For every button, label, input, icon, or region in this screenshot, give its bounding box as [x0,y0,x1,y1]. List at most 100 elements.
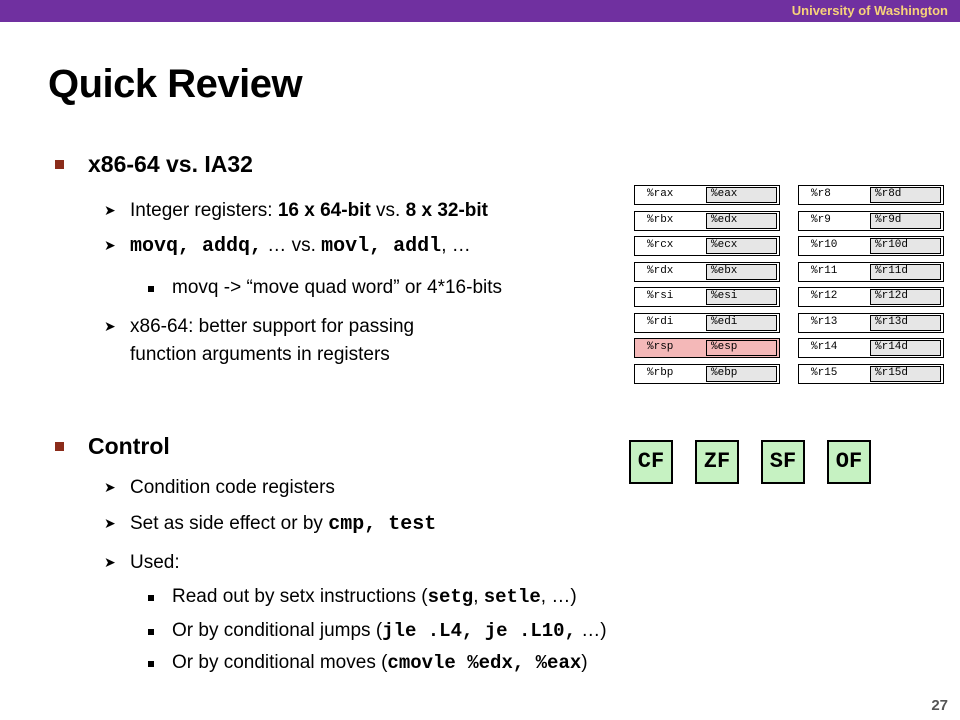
square-bullet-icon [55,442,64,451]
code-text: cmp, test [328,513,437,536]
register-row: %r10 %r10d [798,236,944,256]
register-32-box: %edi [706,315,777,331]
register-32-label: %r12d [875,290,909,302]
register-32-label: %esp [711,341,738,353]
code-text: setg [427,586,474,608]
text: x86-64: better support for passing [130,316,415,337]
register-32-label: %ebp [711,367,738,379]
register-32-box: %r9d [870,213,941,229]
register-32-box: %r10d [870,238,941,254]
register-32-label: %edx [711,214,738,226]
text: function arguments in registers [130,344,390,365]
bold-text: 8 x 32-bit [405,200,488,221]
bold-text: 16 x 64-bit [277,200,371,221]
register-row: %rsp %esp [634,338,780,358]
register-64-label: %r14 [811,341,838,353]
register-64-label: %rcx [647,239,674,251]
register-32-box: %r13d [870,315,941,331]
register-32-label: %r15d [875,367,909,379]
register-row: %rcx %ecx [634,236,780,256]
text: Used: [130,552,180,573]
register-32-box: %eax [706,187,777,203]
flag-cf: CF [629,440,673,484]
square-bullet-icon [148,629,154,635]
register-row: %rdx %ebx [634,262,780,282]
register-64-label: %r12 [811,290,838,302]
square-bullet-icon [148,661,154,667]
arrow-bullet-icon: ➤ [104,479,116,495]
register-32-box: %ebp [706,366,777,382]
text: ) [581,652,588,673]
text: …) [576,620,607,641]
register-32-box: %esp [706,340,777,356]
text: , …) [540,586,577,607]
register-row: %r8 %r8d [798,185,944,205]
text: Set as side effect or by [130,513,329,534]
flag-of: OF [827,440,871,484]
register-row: %r9 %r9d [798,211,944,231]
text: , [473,586,484,607]
register-32-box: %r11d [870,264,941,280]
register-64-label: %r11 [811,265,838,277]
flag-sf: SF [761,440,805,484]
text: Or by conditional moves ( [172,652,388,673]
register-64-label: %rsi [647,290,674,302]
register-32-label: %r14d [875,341,909,353]
text: vs. [370,200,406,221]
register-32-label: %r10d [875,239,909,251]
arrow-bullet-icon: ➤ [104,554,116,570]
register-64-label: %r15 [811,367,838,379]
header-bar: University of Washington [0,0,960,22]
register-64-label: %r9 [811,214,831,226]
page-number: 27 [931,697,948,714]
square-bullet-icon [148,286,154,292]
register-32-label: %ebx [711,265,738,277]
arrow-bullet-icon: ➤ [104,237,116,253]
text: Condition code registers [130,477,335,498]
square-bullet-icon [55,160,64,169]
register-row: %rdi %edi [634,313,780,333]
register-32-label: %r11d [875,265,909,277]
register-32-label: %edi [711,316,738,328]
register-32-label: %r8d [875,188,902,200]
text: … vs. [262,235,322,256]
register-32-box: %r12d [870,289,941,305]
register-64-label: %rdi [647,316,674,328]
register-64-label: %r13 [811,316,838,328]
register-32-box: %ebx [706,264,777,280]
text: Integer registers: [130,200,278,221]
section-heading-text: Control [88,433,170,459]
register-row: %rbp %ebp [634,364,780,384]
register-32-box: %r15d [870,366,941,382]
code-text: movq, addq, [130,235,263,258]
code-text: setle [483,586,541,608]
register-32-box: %ecx [706,238,777,254]
register-32-box: %r8d [870,187,941,203]
register-32-label: %r13d [875,316,909,328]
register-row: %r11 %r11d [798,262,944,282]
text: Read out by setx instructions ( [172,586,428,607]
register-64-label: %rdx [647,265,674,277]
text: Or by conditional jumps ( [172,620,383,641]
register-64-label: %r8 [811,188,831,200]
register-32-box: %edx [706,213,777,229]
code-text: jle .L4, je .L10, [382,620,576,642]
arrow-bullet-icon: ➤ [104,202,116,218]
register-32-label: %esi [711,290,738,302]
register-64-label: %rsp [647,341,674,353]
register-32-box: %r14d [870,340,941,356]
register-64-label: %rax [647,188,674,200]
register-64-label: %r10 [811,239,838,251]
register-32-box: %esi [706,289,777,305]
flag-zf: ZF [695,440,739,484]
code-text: movl, addl [321,235,442,258]
register-row: %rsi %esi [634,287,780,307]
register-32-label: %ecx [711,239,738,251]
square-bullet-icon [148,595,154,601]
register-row: %r14 %r14d [798,338,944,358]
register-row: %r12 %r12d [798,287,944,307]
text: movq -> “move quad word” or 4*16-bits [172,277,503,298]
code-text: cmovle %edx, %eax [387,652,582,674]
section-heading-text: x86-64 vs. IA32 [88,151,253,177]
register-64-label: %rbp [647,367,674,379]
